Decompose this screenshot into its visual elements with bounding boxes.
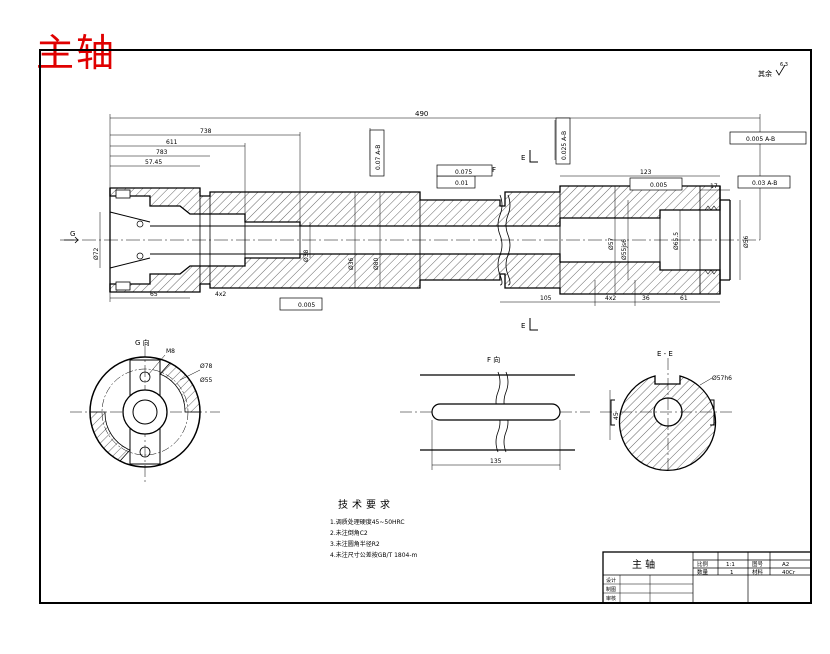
tb-checked: 审核 <box>606 595 616 602</box>
tech-item: 2.未注倒角C2 <box>330 530 368 537</box>
dim-4x2b: 4x2 <box>215 291 226 298</box>
tb-drawn: 制图 <box>606 586 616 593</box>
tech-item: 1.调质处理硬度45~50HRC <box>330 519 405 526</box>
tech-item: 4.未注尺寸公差按GB/T 1804-m <box>330 552 418 559</box>
label-f: F <box>492 166 496 174</box>
shaft-lower-section <box>109 253 721 295</box>
gdt-6: 0.07 A-B <box>375 145 382 170</box>
dim-783: 783 <box>156 149 168 156</box>
dim-65: 65 <box>150 291 158 298</box>
dim-dia56: Ø56 <box>743 235 750 248</box>
title-block <box>602 551 812 604</box>
dim-17: 17 <box>710 183 718 190</box>
tech-item: 3.未注圆角半径R2 <box>330 541 380 548</box>
view-f: F 向 135 <box>400 355 590 470</box>
dim-dia57: Ø57 <box>608 237 615 250</box>
drawing-border <box>39 49 812 604</box>
section-e: E - E 45 Ø57h6 <box>600 350 735 471</box>
view-f-label: F 向 <box>487 355 500 364</box>
gdt-4: 0.005 <box>298 302 315 309</box>
dim-36: 36 <box>642 295 650 302</box>
gdt-7: 0.025 A-B <box>561 131 568 160</box>
dim-dia38: Ø38 <box>303 249 310 262</box>
roughness-note: 其余 <box>758 69 772 78</box>
shaft-upper-section <box>109 185 721 227</box>
roughness-symbol <box>775 64 786 76</box>
view-g-dia55: Ø55 <box>200 377 213 384</box>
dim-738: 738 <box>200 128 212 135</box>
dim-123: 123 <box>640 169 652 176</box>
tb-designed: 设计 <box>606 577 616 584</box>
label-g: G <box>70 230 75 238</box>
title-block-texts: 主 轴 比例 1:1 图号 A2 数量 1 材料 40Cr 设计 制图 审核 <box>606 558 796 602</box>
dim-dia65: Ø65.5 <box>673 232 680 250</box>
dim-5745: 57.45 <box>145 159 162 166</box>
main-shaft-view <box>60 185 760 295</box>
gdt-1: 0.005 A-B <box>746 136 775 143</box>
section-e-45: 45 <box>613 412 620 420</box>
gdt-3: 0.005 <box>650 182 667 189</box>
gdt-texts: 0.005 A-B 0.03 A-B 0.005 0.005 0.01 0.07… <box>298 131 777 309</box>
roughness-value: 6.3 <box>780 62 788 68</box>
tech-heading: 技术要求 <box>338 500 394 511</box>
gdt-5: 0.01 <box>455 180 469 187</box>
tb-material: 40Cr <box>782 570 796 576</box>
dim-61: 61 <box>680 295 688 302</box>
gdt-8: 0.075 <box>455 169 472 176</box>
dim-dia80: Ø80 <box>373 257 380 270</box>
tb-sheet: A2 <box>782 562 789 568</box>
tb-qty: 1 <box>730 570 734 576</box>
view-g: G 向 M8 Ø78 Ø55 <box>70 338 220 485</box>
tb-scale-label: 比例 <box>697 560 709 568</box>
tb-scale: 1:1 <box>726 562 735 568</box>
dim-overall: 490 <box>415 110 428 118</box>
dim-dia72: Ø72 <box>93 247 100 260</box>
label-e-bottom: E <box>521 322 525 330</box>
view-g-m8: M8 <box>166 348 175 355</box>
view-f-135: 135 <box>490 458 502 465</box>
section-e-label: E - E <box>657 350 673 358</box>
tb-part-name: 主 轴 <box>632 558 655 571</box>
view-g-label: G 向 <box>135 338 150 347</box>
tb-sheet-label: 图号 <box>752 560 764 568</box>
dim-dia-bore: Ø36 <box>348 257 355 270</box>
dim-dia55: Ø55js6 <box>621 239 628 260</box>
label-e-top: E <box>521 154 525 162</box>
gdt-frames <box>279 117 807 311</box>
main-dimension-texts: 490 738 611 783 57.45 65 4x2 105 4x2 36 … <box>64 110 750 331</box>
dim-4x2: 4x2 <box>605 295 616 302</box>
tb-material-label: 材料 <box>752 568 764 576</box>
page-title: 主轴 <box>36 31 117 75</box>
gdt-2: 0.03 A-B <box>752 180 777 187</box>
tb-qty-label: 数量 <box>697 568 709 576</box>
view-g-dia78: Ø78 <box>200 363 213 370</box>
dim-105: 105 <box>540 295 552 302</box>
dim-611: 611 <box>166 139 178 146</box>
technical-requirements: 技术要求 1.调质处理硬度45~50HRC 2.未注倒角C2 3.未注圆角半径R… <box>330 500 550 561</box>
section-e-dia57: Ø57h6 <box>712 375 732 382</box>
